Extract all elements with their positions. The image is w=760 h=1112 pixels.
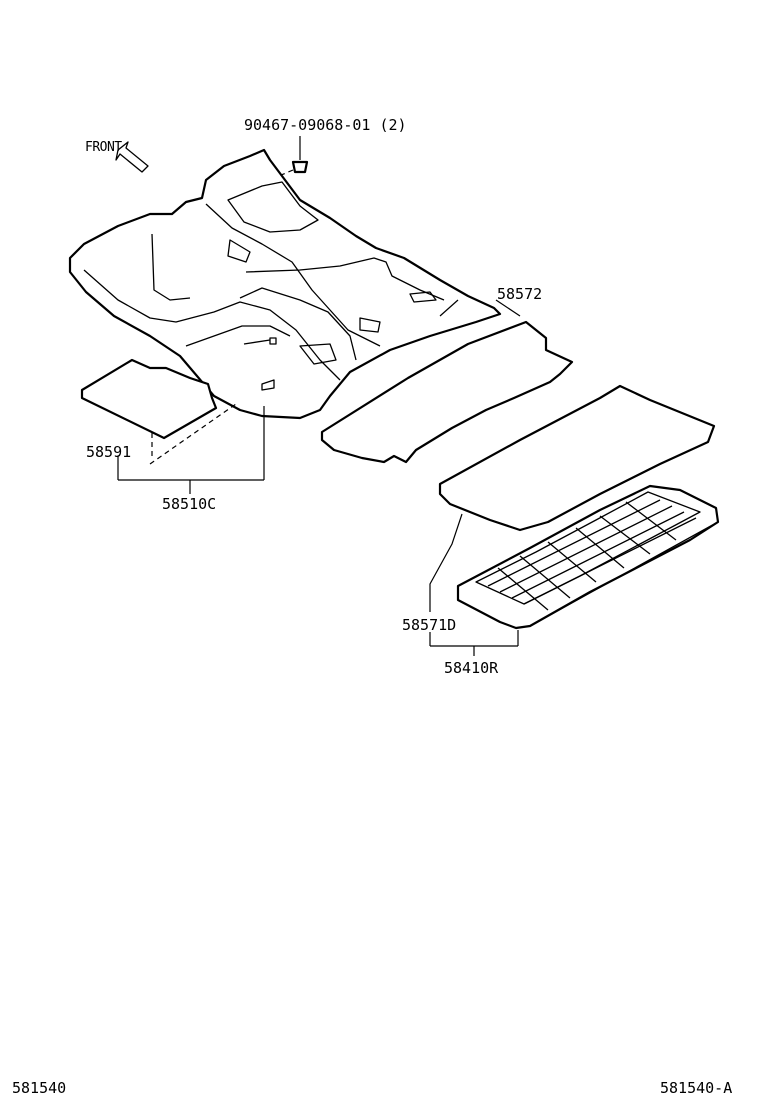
deck-board-part-number: 58571D — [402, 616, 457, 634]
rear-mat — [320, 320, 574, 464]
small-mat — [80, 358, 237, 465]
deck-assy-part-number: 58410R — [444, 659, 499, 677]
front-label: FRONT — [85, 140, 122, 155]
carpet-assy-part-number: 58510C — [162, 495, 217, 513]
leader-58571d — [429, 513, 463, 612]
clip-part-number: 90467-09068-01 (2) — [244, 116, 407, 134]
figure-id-left: 581540 — [12, 1079, 67, 1097]
deck-tray — [456, 484, 720, 630]
rear-mat-part-number: 58572 — [497, 285, 543, 303]
leader-58572 — [439, 299, 459, 317]
small-mat-part-number: 58591 — [86, 443, 132, 461]
front-arrow-icon — [115, 141, 149, 173]
figure-id-right: 581540-A — [660, 1079, 733, 1097]
deck-board — [438, 384, 716, 532]
floor-carpet — [68, 148, 502, 420]
